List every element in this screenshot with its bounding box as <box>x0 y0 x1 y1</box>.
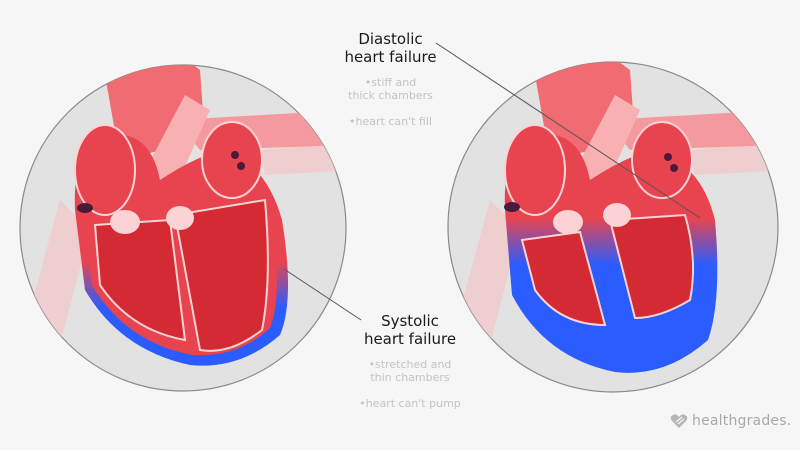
systolic-label: Systolic heart failure •stretched and th… <box>340 312 480 410</box>
systolic-title: Systolic heart failure <box>363 312 457 348</box>
diastolic-bullet-fill: •heart can't fill <box>349 115 432 128</box>
healthgrades-logo: healthgrades. <box>670 413 791 429</box>
systolic-bullet-pump: •heart can't pump <box>359 397 461 410</box>
systolic-heart-illustration <box>19 64 347 392</box>
heart-logo-icon <box>670 414 688 428</box>
diastolic-heart-illustration <box>447 61 779 393</box>
systolic-leader-line <box>283 268 362 321</box>
diastolic-title: Diastolic heart failure <box>344 30 437 66</box>
systolic-bullet-chambers: •stretched and thin chambers <box>368 358 452 384</box>
diastolic-leader-line <box>435 42 701 219</box>
diastolic-label: Diastolic heart failure •stiff and thick… <box>328 30 453 128</box>
diastolic-bullet-chambers: •stiff and thick chambers <box>348 76 433 102</box>
brand-name: healthgrades. <box>692 413 792 429</box>
